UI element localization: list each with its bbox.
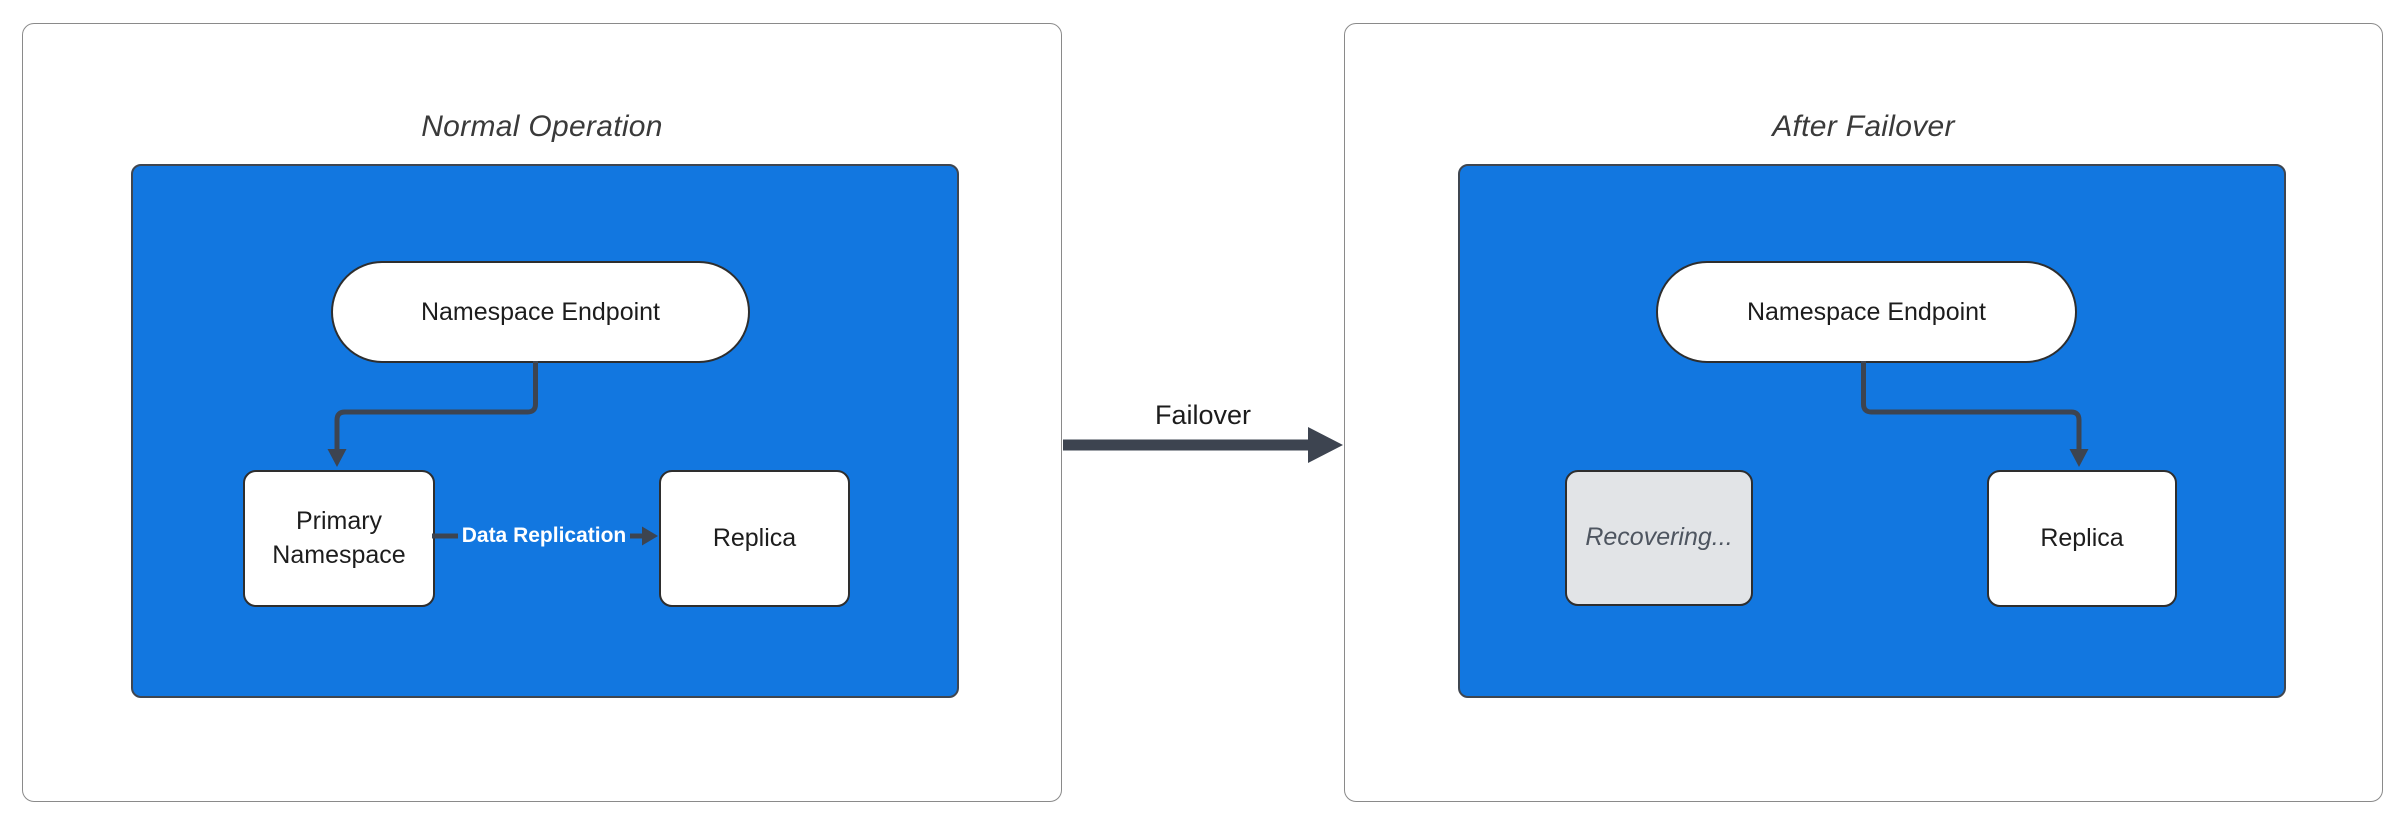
panel-title-normal-operation: Normal Operation [421,110,663,143]
panel-title-after-failover: After Failover [1772,110,1955,143]
node-namespace-endpoint-left: Namespace Endpoint [331,261,750,363]
cluster-normal-operation: Namespace Endpoint Primary Namespace Rep… [131,164,959,698]
node-replica-right: Replica [1987,470,2177,607]
node-recovering: Recovering... [1565,470,1753,606]
edge-label-data-replication: Data Replication [432,521,656,551]
transition-label-failover: Failover [1154,400,1252,430]
cluster-after-failover: Namespace Endpoint Recovering... Replica [1458,164,2286,698]
node-namespace-endpoint-right: Namespace Endpoint [1656,261,2077,363]
node-replica-left: Replica [659,470,850,607]
node-label-namespace-endpoint-left: Namespace Endpoint [420,297,661,326]
node-primary-namespace: Primary Namespace [243,470,435,607]
node-label-namespace-endpoint-right: Namespace Endpoint [1746,297,1987,326]
edge-label-data-replication-text: Data Replication [457,521,631,551]
panel-after-failover: After Failover Namespace Endpoint Recove… [1344,23,2383,802]
panel-normal-operation: Normal Operation Namespace Endpoint Prim… [22,23,1062,802]
arrowhead-failover [1308,427,1343,463]
